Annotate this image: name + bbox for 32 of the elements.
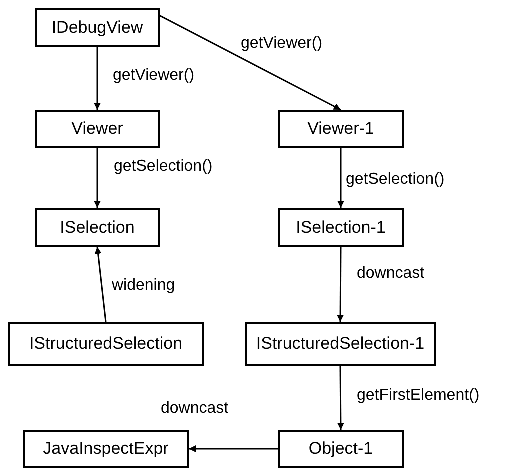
- class-name: ISelection: [60, 218, 135, 238]
- class-name: Object-1: [308, 439, 374, 459]
- arrow: [189, 446, 278, 452]
- class-box: [35, 110, 160, 148]
- class-name: IDebugView: [52, 18, 144, 38]
- class-box: [35, 208, 160, 247]
- class-box: [278, 110, 404, 148]
- class-box: [278, 430, 404, 468]
- edge-label: getFirstElement(): [356, 387, 481, 405]
- class-box: [35, 8, 160, 47]
- class-name: IStructuredSelection-1: [256, 334, 425, 354]
- arrow: [337, 366, 344, 430]
- class-name: Viewer: [72, 119, 124, 139]
- class-box: [23, 430, 189, 468]
- edge-label: getSelection(): [113, 158, 214, 176]
- arrow: [94, 148, 101, 208]
- edge-label: getSelection(): [345, 171, 446, 189]
- edge-label: getViewer(): [112, 67, 196, 85]
- arrow: [94, 47, 101, 110]
- arrow: [338, 148, 344, 208]
- arrow: [337, 247, 344, 322]
- arrow: [94, 246, 107, 322]
- class-name: Viewer-1: [308, 119, 374, 139]
- class-box: [8, 322, 204, 366]
- class-name: IStructuredSelection: [29, 334, 183, 354]
- class-box: [245, 322, 436, 366]
- edge-label: widening: [111, 277, 176, 295]
- class-name: JavaInspectExpr: [43, 439, 169, 459]
- edge-label: getViewer(): [240, 35, 324, 53]
- class-name: ISelection-1: [296, 218, 386, 238]
- class-box: [278, 208, 404, 247]
- arrow: [160, 15, 342, 111]
